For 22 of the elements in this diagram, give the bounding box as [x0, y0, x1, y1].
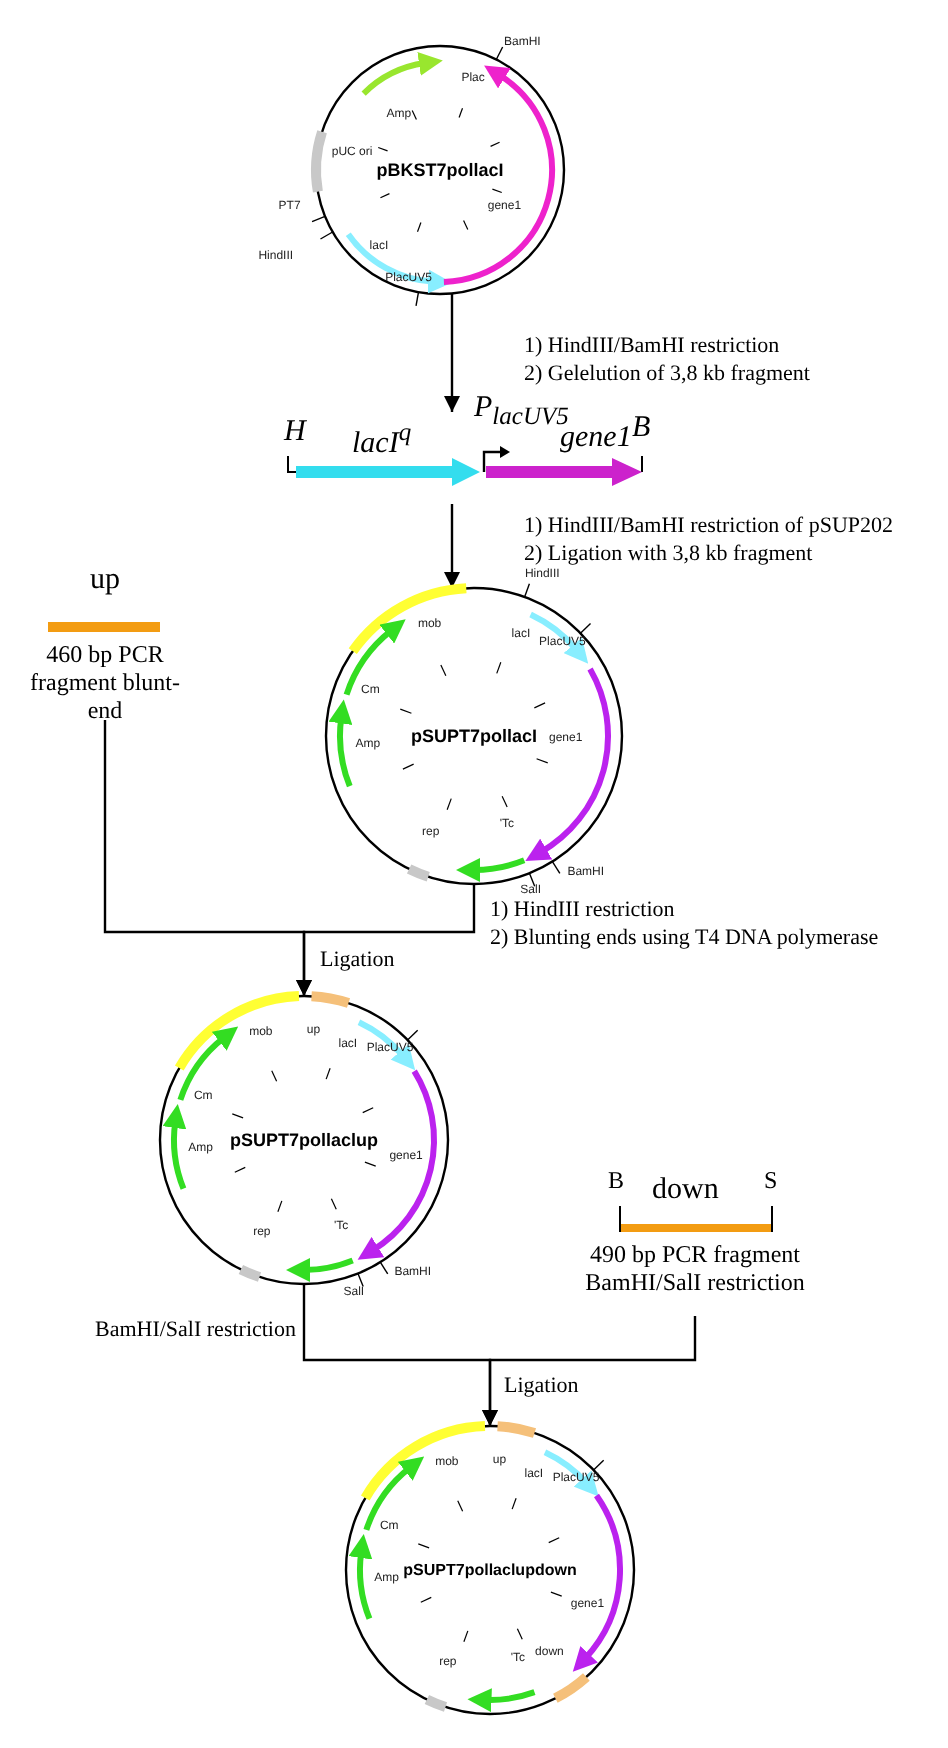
plasmid-name: pSUPT7pollaclup	[230, 1130, 378, 1150]
plasmid-name: pSUPT7pollaclupdown	[403, 1561, 577, 1579]
arrow	[444, 504, 460, 588]
arrow	[103, 720, 312, 996]
arrow	[444, 294, 460, 412]
site-label: H	[284, 416, 306, 450]
fragment-label: down	[652, 1174, 719, 1208]
gene-label: lacI$^{q}$	[352, 416, 412, 462]
edge-label: 1) HindIII restriction 2) Blunting ends using T4 DNA polymerase	[490, 896, 879, 952]
site-label: B	[608, 1166, 625, 1194]
plasmid-name: pBKST7pollacI	[376, 160, 504, 180]
fragment-description: 460 bp PCR fragment blunt-end	[28, 640, 182, 724]
edge-label: 1) HindIII/BamHI restriction of pSUP202 2) Ligation with 3,8 kb fragment	[524, 512, 894, 568]
edge-label: Ligation	[504, 1372, 579, 1400]
plasmid-name: pSUPT7pollacI	[411, 726, 537, 746]
fragment-label: up	[88, 564, 122, 598]
fragment-description: 490 bp PCR fragment BamHI/SalI restriction	[583, 1240, 807, 1296]
arrow	[482, 1316, 697, 1426]
site-label: S	[764, 1166, 778, 1194]
edge-label: 1) HindIII/BamHI restriction 2) Gelelution of 3,8 kb fragment	[524, 332, 810, 388]
site-label: B	[632, 412, 651, 446]
edge-label: Ligation	[320, 946, 395, 974]
